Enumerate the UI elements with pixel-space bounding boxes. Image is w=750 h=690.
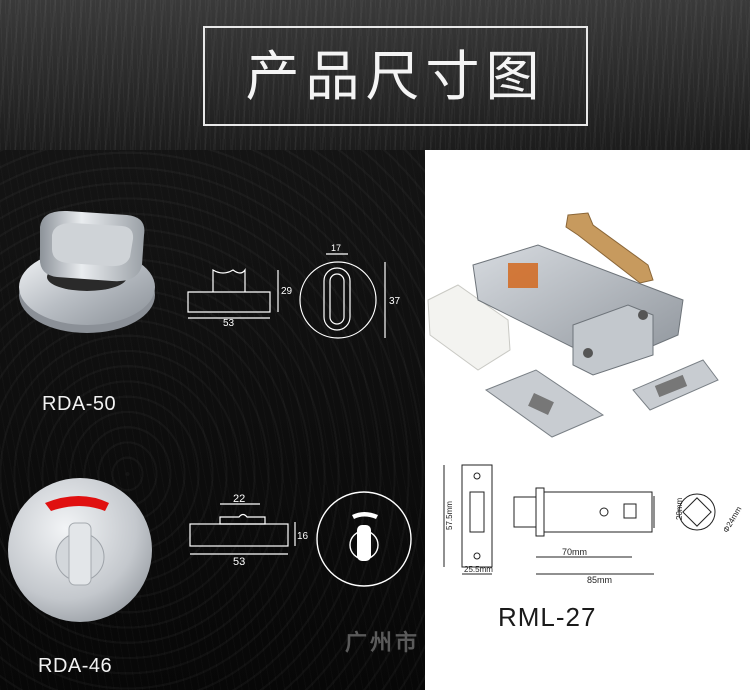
rml27-technical-drawing: 57.5mm 25.5mm 70mm 85mm 20mm Φ24mm	[443, 464, 744, 585]
title-frame: 产品尺寸图	[203, 26, 588, 126]
rml27-dim-spindle: 20mm	[675, 497, 684, 520]
model-label-rda50: RDA-50	[42, 393, 117, 415]
rda46-dim-width: 53	[233, 556, 245, 568]
rml27-dim-height: 57.5mm	[445, 501, 454, 530]
rml27-dim-length: 85mm	[587, 575, 612, 585]
rda46-dim-height: 16	[297, 531, 309, 542]
rda46-product-image	[8, 478, 152, 622]
page-title: 产品尺寸图	[245, 45, 546, 108]
rda50-side-drawing: 53 29	[187, 268, 293, 329]
rml27-dim-backset: 70mm	[562, 547, 587, 557]
model-label-rda46: RDA-46	[38, 655, 113, 677]
rda50-dim-diameter: 37	[389, 296, 401, 307]
rml27-dim-plate: 25.5mm	[464, 565, 493, 574]
watermark-text: 广州市	[345, 630, 421, 655]
rml27-dim-diameter: Φ24mm	[721, 505, 743, 535]
rml27-product-image	[427, 212, 719, 438]
rda46-front-drawing	[316, 491, 412, 587]
rda50-dim-width: 53	[223, 318, 235, 329]
occupied-indicator	[45, 496, 109, 511]
rda50-dim-height: 29	[281, 286, 293, 297]
rda46-side-drawing: 22 53 16	[189, 493, 309, 568]
rda50-front-drawing: 17 37	[299, 243, 401, 339]
model-label-rml27: RML-27	[498, 602, 597, 632]
rda46-dim-top: 22	[233, 493, 245, 505]
rda50-product-image	[19, 210, 155, 333]
header-banner: 产品尺寸图	[0, 0, 750, 150]
rda50-dim-knob: 17	[331, 243, 341, 253]
